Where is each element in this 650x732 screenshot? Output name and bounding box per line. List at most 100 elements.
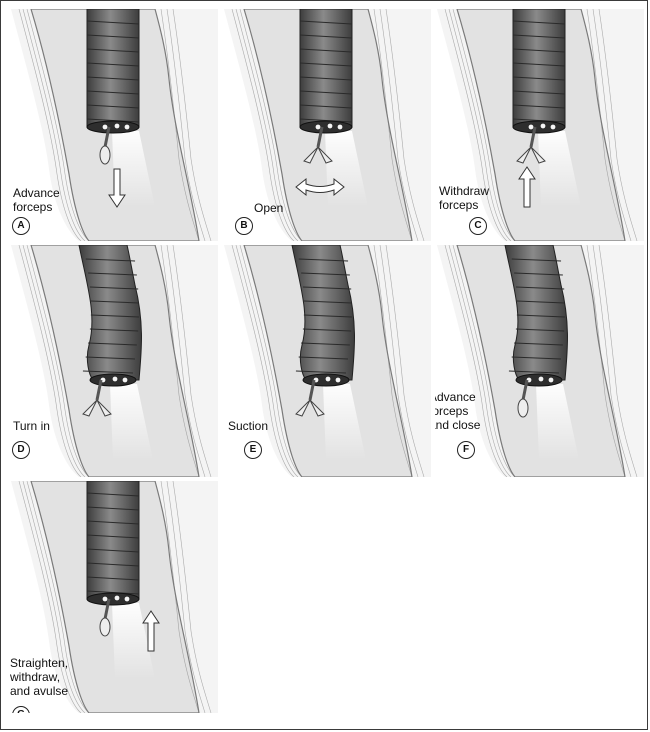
forceps-shaft [308, 379, 316, 401]
shaft-band [301, 342, 350, 346]
wall-line [22, 245, 86, 477]
wall-line [598, 245, 638, 477]
panel-c-caption: Withdraw forceps [439, 184, 490, 212]
shaft-band [88, 342, 137, 346]
shaft-band [511, 356, 562, 360]
wall-line [586, 9, 626, 241]
panel-f: Advance forceps and close F [435, 245, 644, 477]
wall-line [444, 9, 508, 241]
shaft-band [299, 104, 353, 109]
shaft-band [90, 300, 139, 304]
light-beam [323, 384, 366, 460]
panel-b-caption: Open [254, 201, 284, 215]
forceps-jaw [530, 146, 546, 164]
forceps-shaft [529, 126, 537, 148]
wall-line [385, 9, 425, 241]
forceps-jaw [96, 399, 112, 417]
shaft-band [299, 76, 353, 81]
forceps-shaft [95, 379, 103, 401]
channel-opening [325, 376, 331, 382]
shaft-band [298, 356, 349, 360]
shaft-band [86, 76, 140, 81]
panel-d-illustration [11, 245, 218, 477]
panel-b-illustration [224, 9, 431, 241]
shaft-band [303, 300, 352, 304]
shaft-band [514, 342, 563, 346]
light-beam [538, 131, 581, 207]
wall-line [26, 245, 90, 477]
panel-a: Advance forceps A [9, 9, 218, 241]
shaft-band [515, 328, 565, 332]
wall-line [586, 245, 626, 477]
channel-opening [335, 377, 341, 383]
shaft-band [302, 328, 352, 332]
panel-a-letter: A [12, 217, 30, 235]
forceps-shaft [316, 126, 324, 148]
channel-opening [538, 376, 544, 382]
panel-e-caption: Suction [228, 419, 269, 433]
shaft-band [298, 258, 349, 262]
forceps-jaw [82, 399, 98, 417]
shaft-band [86, 548, 140, 553]
channel-opening [327, 123, 333, 129]
wall-line [379, 245, 419, 477]
arrow-up-icon [518, 166, 536, 208]
wall-line [231, 245, 295, 477]
forceps-jaw [517, 398, 529, 418]
wall-line [26, 481, 90, 713]
panel-c: Withdraw forceps C [435, 9, 644, 241]
channel-opening [122, 377, 128, 383]
wall-line [598, 9, 638, 241]
wall-line [172, 245, 212, 477]
shaft-band [86, 62, 140, 67]
shaft-band [512, 62, 566, 67]
wall-line [592, 9, 632, 241]
scope-tip [86, 592, 140, 606]
wall-line [166, 481, 206, 713]
channel-opening [528, 124, 534, 130]
shaft-band [516, 314, 565, 318]
channel-opening [337, 124, 343, 130]
shaft-band [512, 20, 566, 25]
wall-line [166, 9, 206, 241]
scope-tip [299, 120, 353, 134]
forceps-jaw [99, 145, 111, 165]
shaft-band [512, 90, 566, 95]
wall-line [26, 9, 90, 241]
forceps-shaft [103, 126, 111, 148]
shaft-band [301, 272, 350, 276]
panel-b-letter: B [235, 217, 253, 235]
endoscope-shaft [512, 9, 566, 128]
shaft-band [299, 34, 353, 39]
panel-d-letter: D [12, 441, 30, 459]
panel-e: Suction E [222, 245, 431, 477]
wall-line [239, 9, 303, 241]
channel-opening [548, 377, 554, 383]
channel-opening [124, 124, 130, 130]
panel-b: Open B [222, 9, 431, 241]
channel-opening [124, 596, 130, 602]
wall-line [160, 245, 200, 477]
channel-opening [112, 376, 118, 382]
wall-line [239, 245, 303, 477]
shaft-band [303, 314, 352, 318]
shaft-band [512, 34, 566, 39]
endoscope-shaft [299, 9, 353, 128]
shaft-band [82, 370, 133, 374]
endoscope-shaft [86, 481, 140, 600]
shaft-band [89, 328, 139, 332]
shaft-band [86, 90, 140, 95]
wall-line [231, 9, 295, 241]
scope-tip [512, 120, 566, 134]
wall-line [235, 245, 299, 477]
wall-line [22, 9, 86, 241]
forceps-jaw [309, 399, 325, 417]
panel-f-letter: F [457, 441, 475, 459]
wall-line [160, 481, 200, 713]
shaft-band [512, 76, 566, 81]
wall-line [452, 9, 516, 241]
panel-f-caption: Advance forceps and close [435, 390, 481, 432]
panel-a-caption: Advance forceps [13, 186, 60, 214]
panel-d: Turn in D [9, 245, 218, 477]
